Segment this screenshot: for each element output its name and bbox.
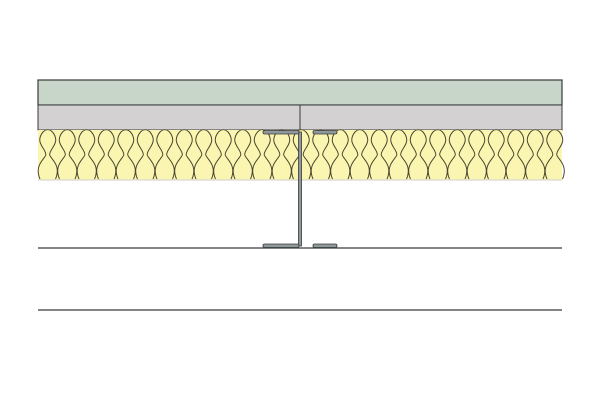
stud-web (298, 131, 302, 247)
steel-stud (262, 130, 338, 248)
stud-bottom-flange-left (262, 243, 300, 248)
stud-top-flange-left (262, 130, 300, 135)
stud-top-flange-right (312, 130, 338, 135)
stud-bottom-flange-right (312, 243, 338, 248)
board-top-layer (37, 79, 563, 106)
insulation-wool-pattern (37, 129, 565, 180)
